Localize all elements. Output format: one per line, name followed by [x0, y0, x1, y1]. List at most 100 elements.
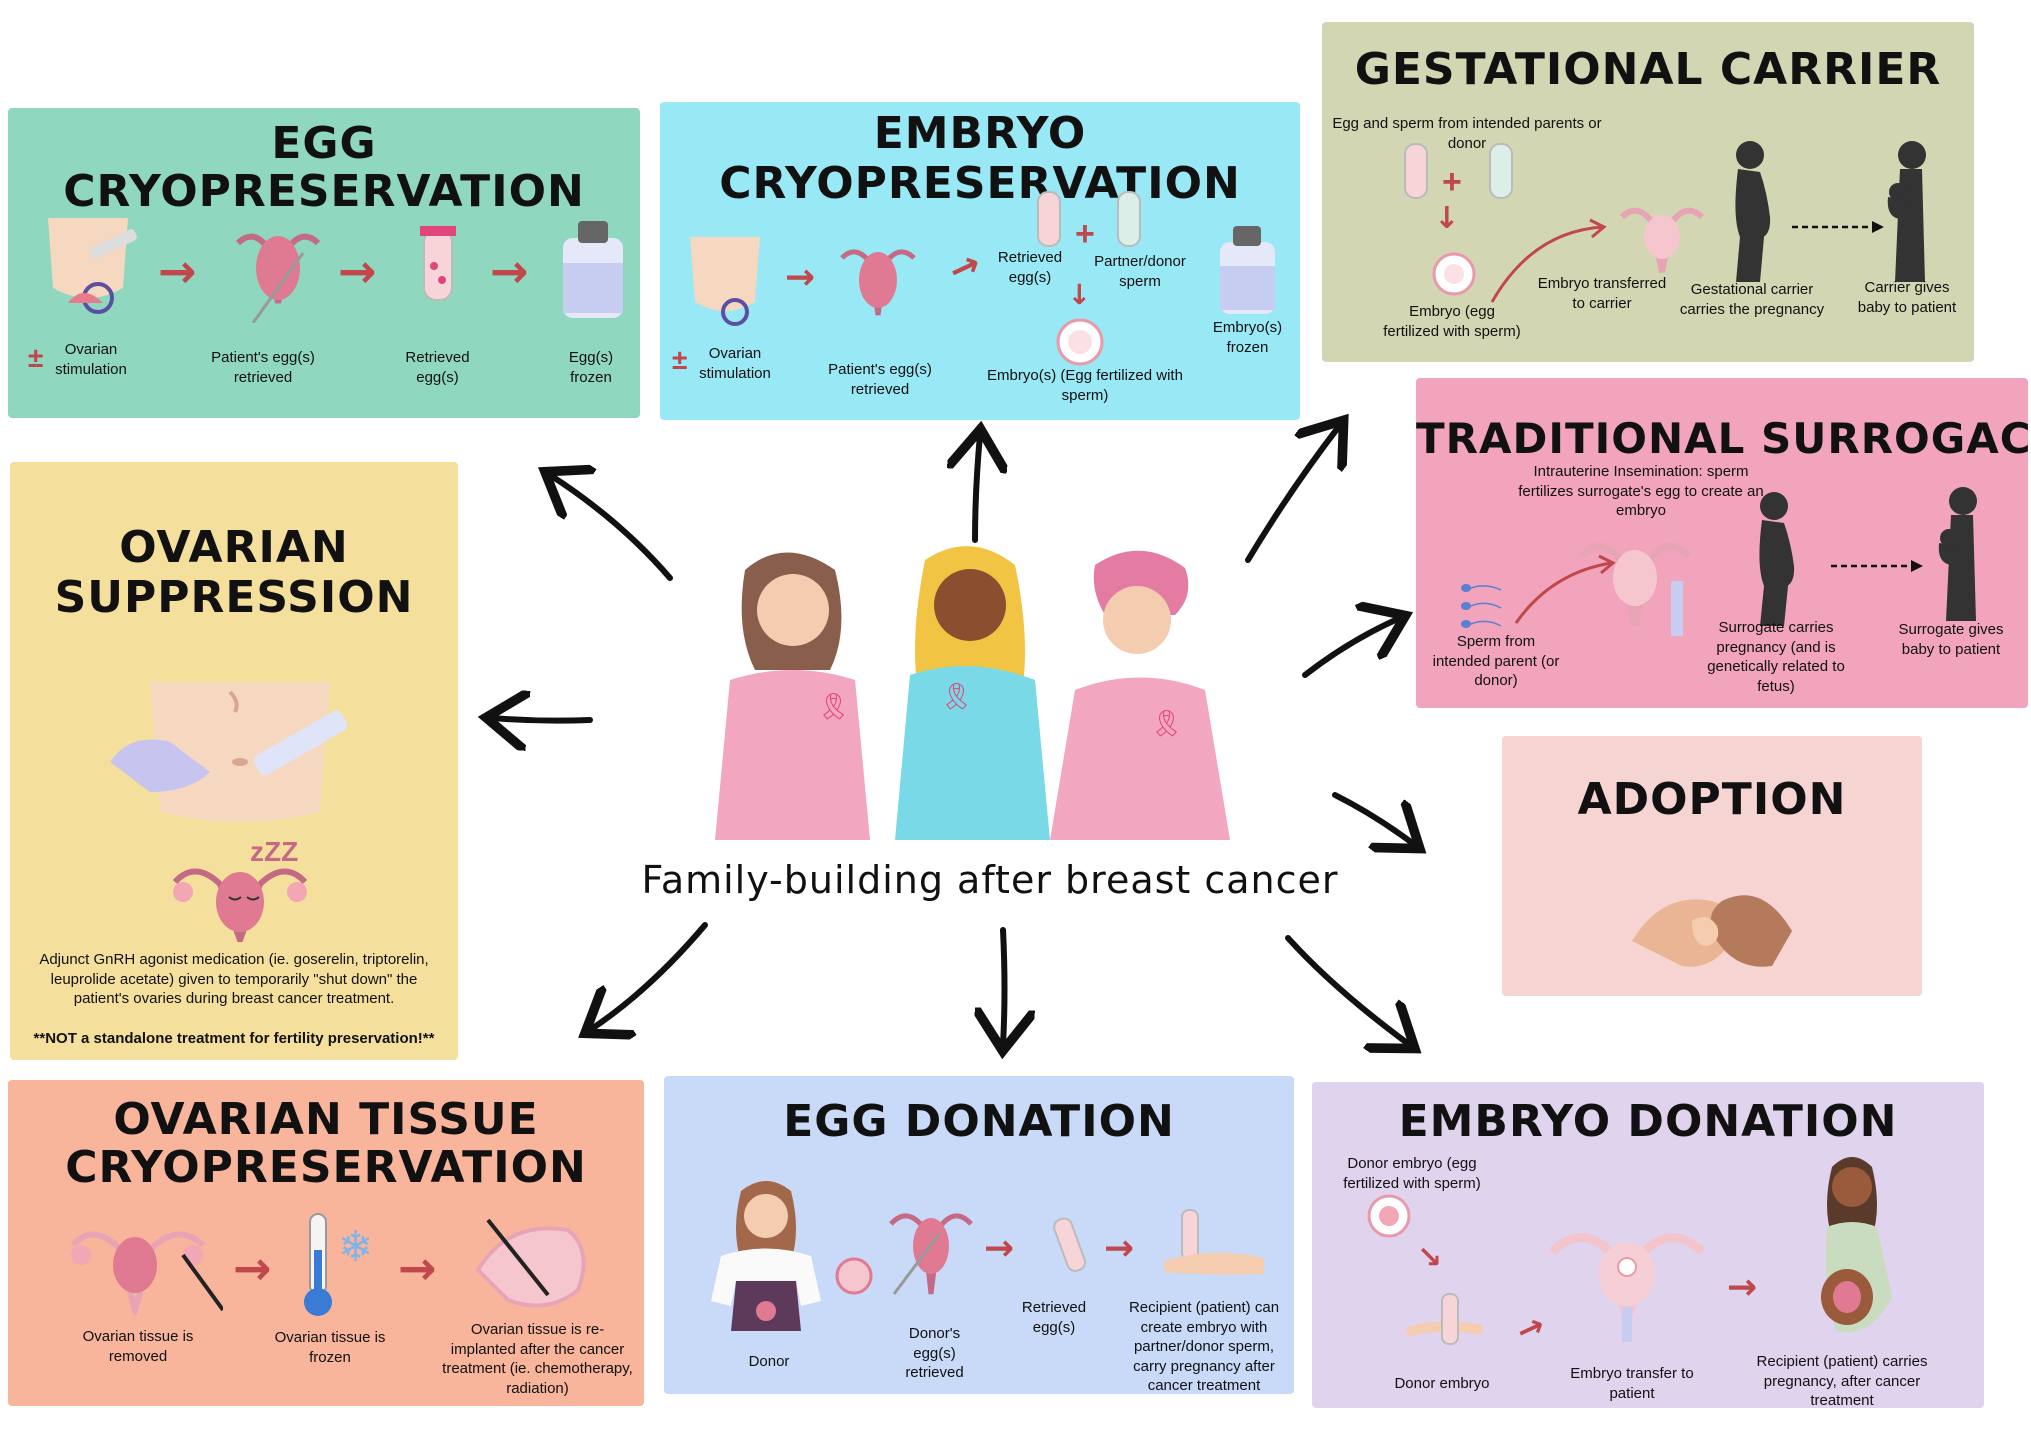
cryo-tank-icon — [1215, 220, 1280, 320]
egg-cell-icon — [1432, 252, 1477, 297]
step-arrow-icon: → — [1429, 204, 1465, 230]
step-arrow-icon: → — [1063, 282, 1097, 306]
step-partner-sperm: Partner/donor sperm — [1094, 253, 1186, 290]
uterus-icon — [223, 213, 333, 323]
traditional-surrogacy-panel: TRADITIONAL SURROGACY Intrauterine Insem… — [1416, 378, 2031, 708]
egg-cell-icon — [1367, 1194, 1412, 1239]
egg-sperm-source: Egg and sperm from intended parents or d… — [1332, 115, 1602, 152]
arrow-to-ovsup — [492, 718, 593, 721]
abdomen-injection-icon — [675, 232, 775, 332]
dashed-arrow-icon — [1792, 217, 1892, 237]
gestational-carrier-panel: GESTATIONAL CARRIER Egg and sperm from i… — [1322, 22, 1974, 362]
dashed-arrow-icon — [1831, 556, 1931, 576]
panel-title-line-2: CRYOPRESERVATION — [719, 158, 1241, 209]
step-embryos-frozen: Embryo(s) frozen — [1212, 319, 1283, 356]
iui-description: Intrauterine Insemination: sperm fertili… — [1518, 463, 1764, 519]
arrow-to-gest — [1245, 425, 1340, 563]
panel-title-line-1: OVARIAN — [119, 522, 349, 573]
step-carrier-pregnancy: Gestational carrier carries the pregnanc… — [1679, 281, 1825, 318]
step-sperm-source: Sperm from intended parent (or donor) — [1432, 633, 1560, 689]
donor-person-icon — [696, 1171, 836, 1341]
zzz-icon: zZZ — [250, 836, 299, 867]
step-retrieved-eggs: Retrieved egg(s) — [1021, 1299, 1087, 1336]
step-ovarian-stimulation: Ovarian stimulation — [55, 341, 127, 378]
test-tube-icon — [418, 226, 458, 306]
svg-text:🎗: 🎗 — [940, 682, 973, 712]
panel-title: GESTATIONAL CARRIER — [1354, 44, 1942, 95]
step-embryo: Embryo (egg fertilized with sperm) — [1383, 303, 1521, 340]
donor-embryo-description: Donor embryo (egg fertilized with sperm) — [1343, 1155, 1481, 1192]
thermometer-icon — [298, 1210, 338, 1320]
step-retrieved-eggs: Retrieved egg(s) — [997, 249, 1063, 286]
step-surrogate-gives-baby: Surrogate gives baby to patient — [1898, 621, 2004, 658]
step-donor: Donor — [748, 1353, 790, 1370]
step-embryo-transfer: Embryo transfer to patient — [1570, 1365, 1694, 1402]
ovarian-suppression-description: Adjunct GnRH agonist medication (ie. gos… — [39, 951, 429, 1007]
step-embryos: Embryo(s) (Egg fertilized with sperm) — [987, 367, 1183, 404]
abdomen-injection-icon — [28, 208, 148, 318]
abdomen-injection-icon — [110, 672, 370, 832]
step-arrow-icon: → — [338, 244, 377, 298]
uterus-icon — [830, 230, 925, 330]
egg-donation-panel: EGG DONATION Donor Donor's egg(s) retrie… — [664, 1076, 1294, 1394]
svg-text:🎗: 🎗 — [1150, 709, 1183, 739]
panel-title: EGG CRYOPRESERVATION — [63, 118, 585, 218]
step-recipient-carries: Recipient (patient) carries pregnancy, a… — [1756, 1353, 1928, 1409]
panel-title: EMBRYO DONATION — [1398, 1096, 1898, 1147]
step-arrow-icon: → — [942, 242, 988, 293]
step-eggs-retrieved: Patient's egg(s) retrieved — [211, 349, 315, 386]
holding-hands-icon — [1622, 871, 1802, 981]
egg-cryopreservation-panel: EGG CRYOPRESERVATION ± Ovarian stimulati… — [8, 108, 640, 418]
ovarian-suppression-panel: OVARIAN SUPPRESSION zZZ Adjunct GnRH ago… — [10, 462, 458, 1060]
arrow-to-egg-cryo — [550, 475, 673, 581]
step-tissue-reimplanted: Ovarian tissue is re-implanted after the… — [442, 1321, 633, 1397]
step-donor-embryo: Donor embryo — [1394, 1375, 1490, 1392]
step-arrow-icon: → — [158, 244, 197, 298]
center-title: Family-building after breast cancer — [641, 858, 1339, 902]
step-tissue-frozen: Ovarian tissue is frozen — [274, 1329, 386, 1366]
pregnant-silhouette-icon — [1712, 137, 1792, 287]
parent-baby-silhouette-icon — [1870, 137, 1950, 287]
arrow-to-trad — [1302, 618, 1400, 678]
panel-title: TRADITIONAL SURROGACY — [1416, 414, 2031, 463]
test-tube-icon — [1397, 142, 1437, 202]
step-arrow-icon: → — [1408, 1235, 1452, 1278]
plus-minus-icon: ± — [28, 342, 44, 373]
step-arrow-icon: → — [1727, 1267, 1758, 1308]
panel-title: EGG DONATION — [783, 1096, 1175, 1147]
sleeping-uterus-icon — [165, 852, 315, 942]
step-embryo-transferred: Embryo transferred to carrier — [1537, 275, 1667, 312]
uterus-icon — [1571, 526, 1701, 636]
arrow-to-emb-cryo — [975, 435, 980, 543]
arrow-to-eggdon — [1003, 927, 1005, 1045]
test-tube-icon — [1482, 142, 1522, 202]
step-arrow-icon: → — [984, 1228, 1015, 1269]
step-arrow-icon: → — [398, 1241, 437, 1295]
arrow-to-embdon — [1285, 935, 1410, 1045]
ovarian-tissue-cryopreservation-panel: OVARIAN TISSUE CRYOPRESERVATION → ❄ → Ov… — [8, 1080, 644, 1406]
uterus-icon — [1542, 1212, 1712, 1342]
step-arrow-icon: → — [1104, 1228, 1135, 1269]
hand-holding-tube-icon — [1154, 1206, 1274, 1276]
plus-icon: + — [1442, 163, 1462, 201]
step-carrier-gives-baby: Carrier gives baby to patient — [1857, 279, 1957, 316]
ovarian-suppression-note: **NOT a standalone treatment for fertili… — [33, 1030, 435, 1047]
panel-title-line-2: SUPPRESSION — [54, 572, 414, 623]
adoption-panel: ADOPTION — [1502, 736, 1922, 996]
women-illustration: 🎗 🎗 🎗 — [705, 540, 1265, 840]
step-arrow-icon: → — [490, 244, 529, 298]
curved-arrow-icon — [1511, 553, 1621, 633]
snowflake-icon: ❄ — [338, 1223, 374, 1270]
egg-cell-icon — [834, 1256, 874, 1296]
pregnant-patient-icon — [1792, 1147, 1912, 1347]
plus-minus-icon: ± — [672, 344, 688, 375]
step-eggs-frozen: Egg(s) frozen — [568, 349, 614, 386]
panel-title-line-1: EMBRYO — [873, 108, 1087, 159]
step-retrieved-eggs: Retrieved egg(s) — [405, 349, 470, 386]
step-arrow-icon: → — [233, 1241, 272, 1295]
uterus-icon — [1612, 197, 1712, 277]
step-arrow-icon: → — [785, 257, 816, 298]
embryo-donation-panel: EMBRYO DONATION Donor embryo (egg fertil… — [1312, 1082, 1984, 1409]
step-donor-eggs-retrieved: Donor's egg(s) retrieved — [905, 1325, 964, 1381]
